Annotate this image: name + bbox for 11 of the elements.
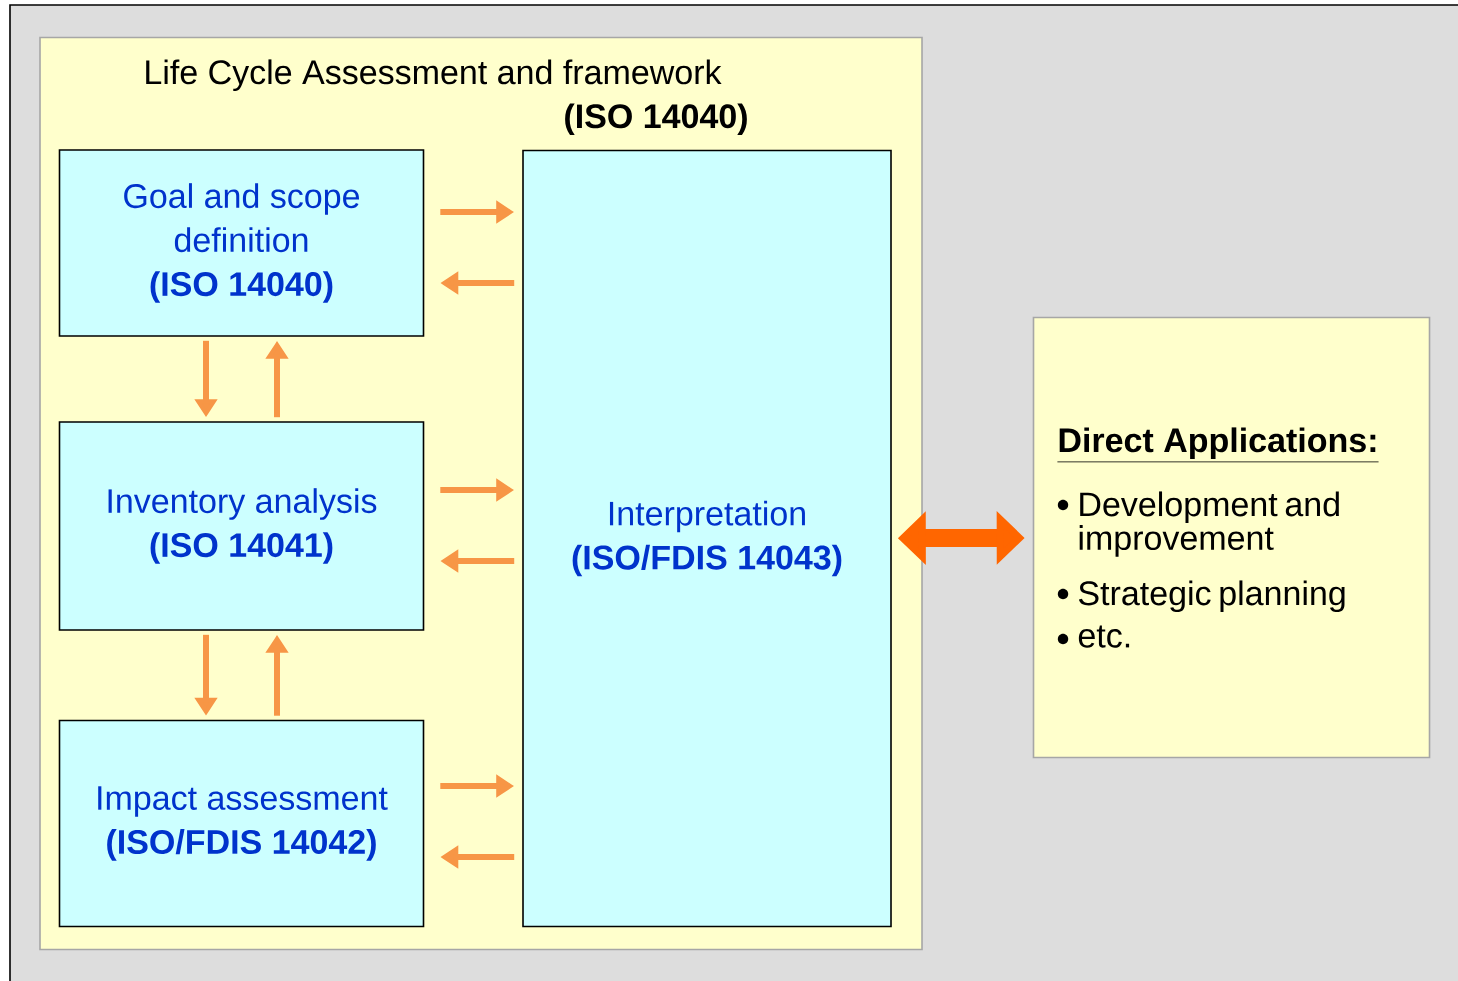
panel-heading: Direct Applications: [1057,427,1379,463]
process-box: Interpretation (ISO/FDIS 14043) [522,149,892,928]
bullet-item: Development and improvement [1079,491,1339,557]
panel-subtitle: (ISO 14040) [565,103,747,136]
bullet-item: etc. [1078,625,1130,648]
bullet-item: Strategic planning [1078,580,1345,613]
panel-title: Life Cycle Assessment and framework [146,59,722,92]
process-box: Impact assessment (ISO/FDIS 14042) [58,719,425,928]
process-box: Inventory analysis (ISO 14041) [58,421,425,631]
process-box: Goal and scope definition (ISO 14040) [58,149,425,337]
panel [1032,316,1431,759]
